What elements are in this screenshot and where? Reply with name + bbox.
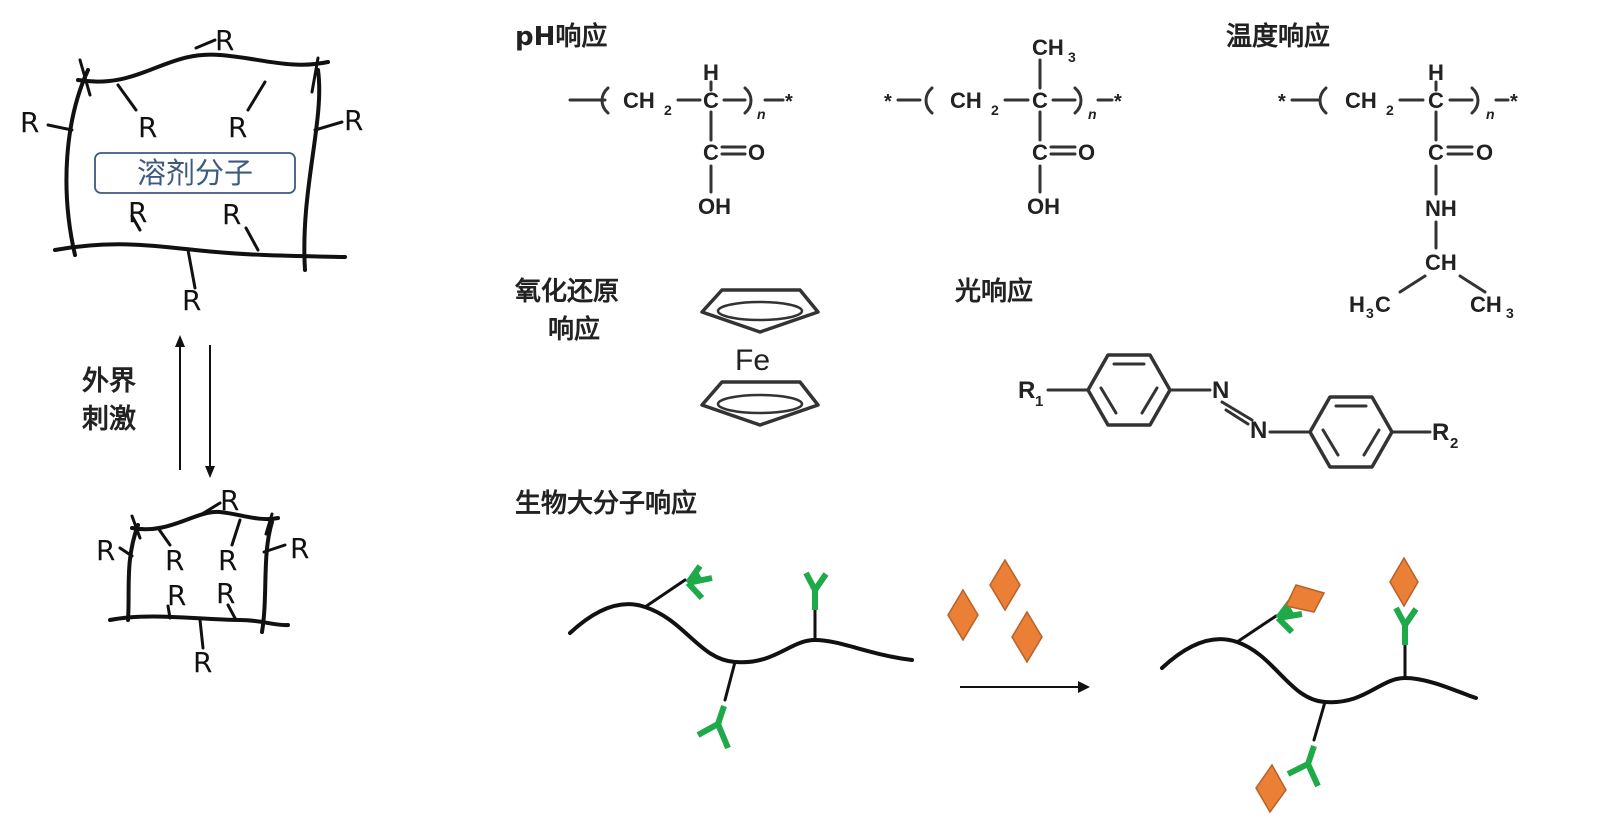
svg-text:CH: CH bbox=[1470, 292, 1502, 317]
svg-text:*: * bbox=[785, 91, 793, 113]
svg-text:R: R bbox=[1018, 377, 1035, 404]
svg-text:O: O bbox=[748, 140, 765, 165]
r-group: R bbox=[128, 196, 147, 229]
structure-polymethacrylic-acid: * CH 2 C CH 3 n * C O OH bbox=[884, 35, 1122, 219]
r-group: R bbox=[344, 104, 363, 137]
heading-redox-line1: 氧化还原 bbox=[514, 277, 619, 307]
svg-text:C: C bbox=[1375, 292, 1391, 317]
svg-text:C: C bbox=[703, 88, 719, 113]
antibody bbox=[696, 705, 731, 750]
svg-text:C: C bbox=[703, 140, 719, 165]
bound-antigen bbox=[1255, 763, 1287, 814]
heading-ph: pH响应 bbox=[515, 21, 607, 52]
svg-text:2: 2 bbox=[991, 102, 999, 118]
bound-antigen bbox=[1389, 556, 1419, 608]
r-group: R bbox=[215, 24, 234, 57]
svg-text:CH: CH bbox=[1032, 35, 1064, 60]
r-group: R bbox=[182, 284, 201, 317]
svg-text:C: C bbox=[1428, 88, 1444, 113]
svg-text:n: n bbox=[1088, 106, 1097, 122]
structure-ferrocene: Fe bbox=[700, 288, 820, 427]
svg-text:N: N bbox=[1212, 377, 1229, 404]
r-group: R bbox=[228, 111, 247, 144]
r-group: R bbox=[138, 111, 157, 144]
svg-text:C: C bbox=[1428, 140, 1444, 165]
r-group: R bbox=[216, 577, 235, 610]
svg-text:3: 3 bbox=[1366, 305, 1374, 321]
reversible-arrows: 外界 刺激 bbox=[82, 335, 215, 478]
biomolecule-before bbox=[568, 564, 914, 750]
svg-text:CH: CH bbox=[950, 88, 982, 113]
antibody bbox=[685, 564, 713, 601]
r-group: R bbox=[220, 484, 239, 517]
bound-antigen bbox=[1284, 584, 1326, 613]
antibody bbox=[803, 571, 829, 610]
r-group: R bbox=[165, 544, 184, 577]
heading-light: 光响应 bbox=[954, 276, 1033, 307]
r-group: R bbox=[222, 198, 241, 231]
svg-text:NH: NH bbox=[1425, 196, 1457, 221]
heading-temperature: 温度响应 bbox=[1226, 21, 1330, 52]
free-antigens bbox=[947, 558, 1043, 664]
r-group: R bbox=[167, 579, 186, 612]
svg-text:N: N bbox=[1250, 417, 1267, 444]
svg-text:n: n bbox=[1486, 106, 1495, 122]
svg-text:n: n bbox=[757, 106, 766, 122]
antibody bbox=[1286, 745, 1321, 788]
r-group: R bbox=[96, 534, 115, 567]
svg-text:O: O bbox=[1078, 140, 1095, 165]
svg-text:C: C bbox=[1032, 140, 1048, 165]
structure-polyacrylic-acid: CH 2 C H n * C O OH bbox=[568, 60, 793, 219]
svg-text:O: O bbox=[1476, 140, 1493, 165]
svg-text:2: 2 bbox=[1386, 102, 1394, 118]
solvent-label: 溶剂分子 bbox=[137, 156, 253, 190]
svg-text:2: 2 bbox=[1450, 435, 1458, 452]
stimulus-label-line1: 外界 bbox=[82, 366, 136, 397]
collapsed-network: R R R R R R R R bbox=[96, 484, 309, 679]
heading-redox-line2: 响应 bbox=[548, 314, 600, 345]
svg-text:H: H bbox=[703, 60, 719, 85]
svg-text:OH: OH bbox=[698, 194, 731, 219]
svg-text:CH: CH bbox=[1425, 250, 1457, 275]
svg-text:1: 1 bbox=[1035, 393, 1043, 410]
svg-text:3: 3 bbox=[1068, 49, 1076, 65]
stimulus-label-line2: 刺激 bbox=[82, 403, 136, 435]
biomolecule-after bbox=[1160, 556, 1478, 814]
r-group: R bbox=[290, 532, 309, 565]
structure-pnipam: * CH 2 C H n * C O NH CH H 3 C CH 3 bbox=[1278, 60, 1518, 321]
r-group: R bbox=[218, 544, 237, 577]
antibody bbox=[1393, 606, 1419, 645]
svg-text:*: * bbox=[884, 91, 892, 113]
svg-text:CH: CH bbox=[1345, 88, 1377, 113]
r-group: R bbox=[20, 106, 39, 139]
svg-text:Fe: Fe bbox=[735, 344, 770, 377]
svg-text:C: C bbox=[1032, 88, 1048, 113]
svg-text:OH: OH bbox=[1027, 194, 1060, 219]
heading-biomolecule: 生物大分子响应 bbox=[515, 488, 697, 519]
svg-text:CH: CH bbox=[623, 88, 655, 113]
svg-text:R: R bbox=[1432, 419, 1449, 446]
solvent-box bbox=[94, 152, 296, 194]
svg-text:2: 2 bbox=[664, 102, 672, 118]
svg-text:H: H bbox=[1428, 60, 1444, 85]
r-group: R bbox=[193, 646, 212, 679]
svg-text:*: * bbox=[1114, 91, 1122, 113]
svg-text:3: 3 bbox=[1506, 305, 1514, 321]
swollen-network: R R R R R R R R 溶剂分子 bbox=[20, 24, 363, 317]
svg-text:*: * bbox=[1278, 91, 1286, 113]
svg-text:H: H bbox=[1349, 292, 1365, 317]
structure-azobenzene: R 1 N N R 2 bbox=[1018, 353, 1458, 469]
svg-text:*: * bbox=[1510, 91, 1518, 113]
binding-arrow bbox=[960, 681, 1090, 693]
